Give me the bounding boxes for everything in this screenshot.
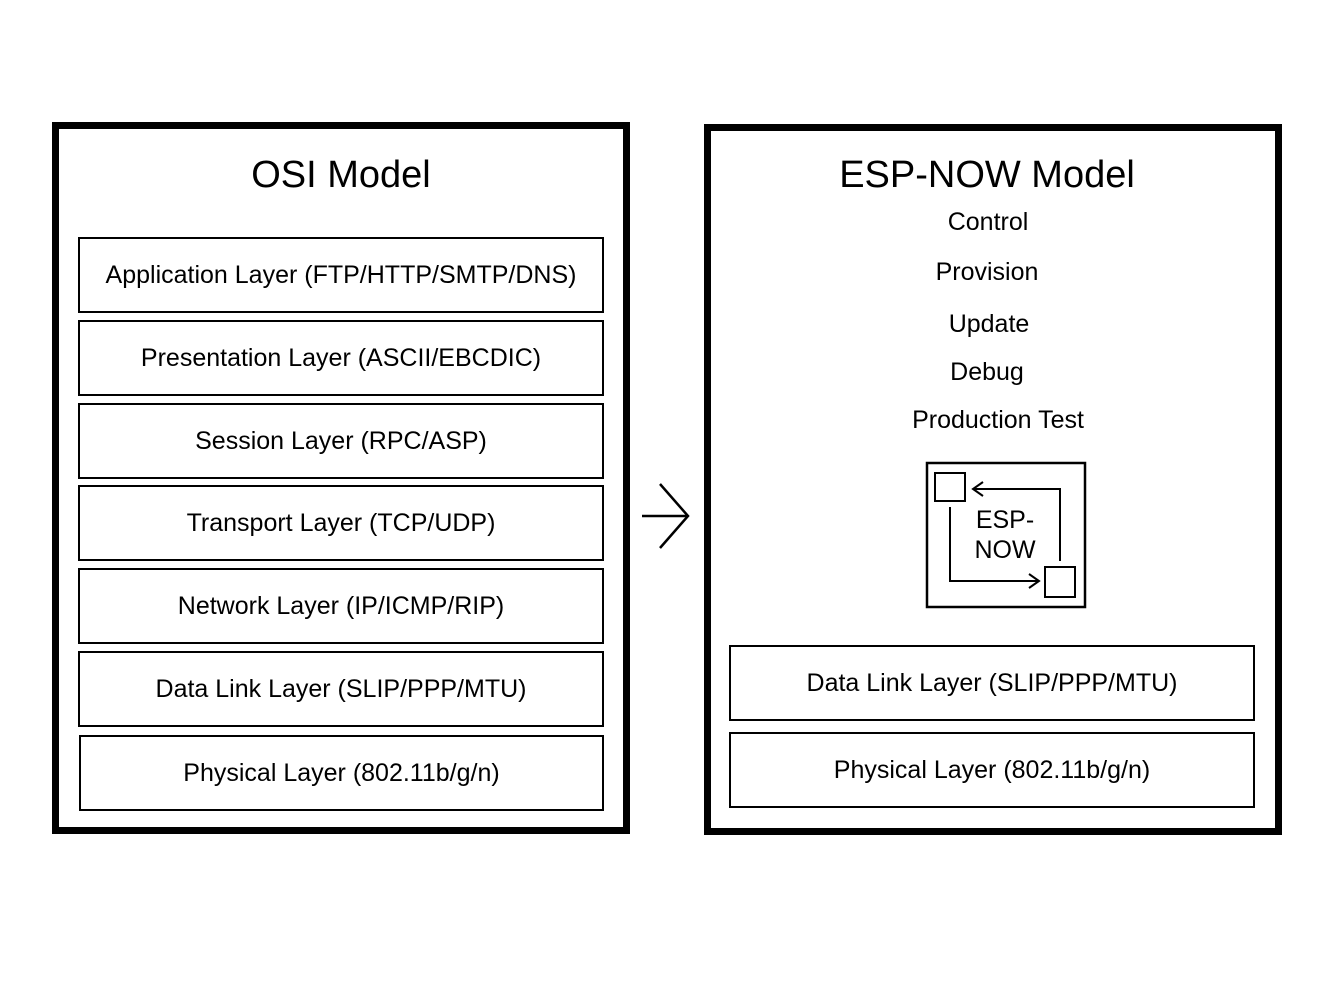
osi-physical-layer: Physical Layer (802.11b/g/n) bbox=[79, 735, 604, 811]
use-case-control: Control bbox=[947, 208, 1029, 236]
osi-model-panel: OSI Model Application Layer (FTP/HTTP/SM… bbox=[52, 122, 630, 834]
esp-now-icon bbox=[925, 461, 1087, 609]
osi-presentation-layer: Presentation Layer (ASCII/EBCDIC) bbox=[78, 320, 604, 396]
osi-network-layer: Network Layer (IP/ICMP/RIP) bbox=[78, 568, 604, 644]
esp-now-icon-label: ESP- NOW bbox=[974, 506, 1036, 564]
esp-data-link-layer: Data Link Layer (SLIP/PPP/MTU) bbox=[729, 645, 1255, 721]
use-case-production-test: Production Test bbox=[912, 406, 1084, 434]
use-case-provision: Provision bbox=[935, 258, 1039, 286]
osi-model-title: OSI Model bbox=[251, 154, 431, 196]
osi-application-layer: Application Layer (FTP/HTTP/SMTP/DNS) bbox=[78, 237, 604, 313]
use-case-debug: Debug bbox=[950, 358, 1024, 386]
esp-physical-layer: Physical Layer (802.11b/g/n) bbox=[729, 732, 1255, 808]
osi-data-link-layer: Data Link Layer (SLIP/PPP/MTU) bbox=[78, 651, 604, 727]
esp-now-model-title: ESP-NOW Model bbox=[839, 154, 1135, 196]
right-arrow-icon bbox=[642, 483, 690, 549]
osi-transport-layer: Transport Layer (TCP/UDP) bbox=[78, 485, 604, 561]
osi-session-layer: Session Layer (RPC/ASP) bbox=[78, 403, 604, 479]
esp-now-model-panel: ESP-NOW Model Control Provision Update D… bbox=[704, 124, 1282, 835]
use-case-update: Update bbox=[948, 310, 1030, 338]
